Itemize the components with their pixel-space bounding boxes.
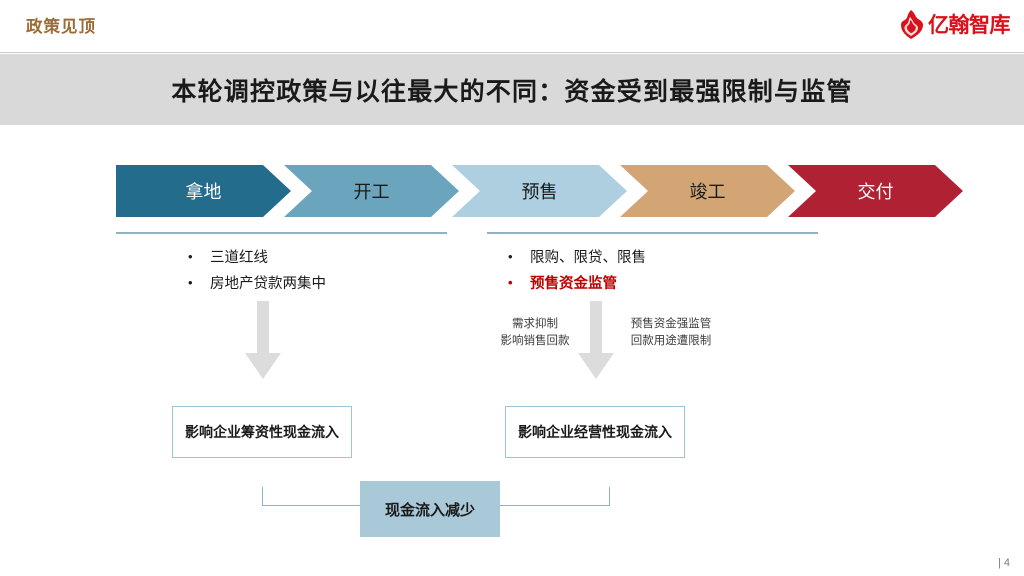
process-stage-label: 交付 (857, 182, 894, 202)
outcome-box-financing-cashflow: 影响企业筹资性现金流入 (172, 406, 352, 458)
annotation-line: 影响销售回款 (500, 334, 570, 347)
annotation-line: 预售资金强监管 (630, 318, 712, 330)
process-stage-jiaofu[interactable]: 交付 (788, 165, 963, 217)
annotation-line: 需求抑制 (512, 318, 558, 330)
list-item-label: 三道红线 (210, 250, 268, 266)
list-item: • 限购、限贷、限售 (508, 248, 646, 269)
divider-right (487, 232, 818, 234)
annotation-line: 回款用途遭限制 (630, 334, 712, 347)
page-title: 政策见顶 (26, 18, 96, 36)
outcome-box-label: 影响企业筹资性现金流入 (185, 424, 339, 440)
bullet-list-right: • 限购、限贷、限售 • 预售资金监管 (508, 248, 646, 300)
title-band: 本轮调控政策与以往最大的不同：资金受到最强限制与监管 (0, 54, 1024, 125)
list-item-label: 房地产贷款两集中 (210, 276, 326, 293)
outcome-box-label: 影响企业经营性现金流入 (518, 424, 672, 440)
header-bar: 政策见顶 亿翰智库 (0, 0, 1024, 53)
summary-box-label: 现金流入减少 (384, 501, 475, 519)
bullet-icon: • (508, 249, 513, 264)
list-item-label: 预售资金监管 (530, 276, 617, 293)
bullet-list-left: • 三道红线 • 房地产贷款两集中 (188, 248, 326, 300)
process-chevron-row: 拿地 开工 预售 竣工 交付 (116, 165, 936, 217)
process-stage-label: 预售 (521, 182, 558, 202)
process-stage-nadi[interactable]: 拿地 (116, 165, 291, 217)
bullet-icon: • (188, 275, 193, 291)
process-stage-yushou[interactable]: 预售 (452, 165, 627, 217)
process-stage-label: 开工 (353, 182, 390, 202)
page-number: | 4 (997, 557, 1010, 569)
bullet-icon: • (188, 249, 193, 264)
outcome-box-operating-cashflow: 影响企业经营性现金流入 (505, 406, 685, 458)
process-stage-label: 竣工 (689, 182, 726, 202)
bullet-icon: • (508, 275, 513, 291)
annotation-presale-supervision: 预售资金强监管 回款用途遭限制 (606, 316, 736, 349)
slide-title: 本轮调控政策与以往最大的不同：资金受到最强限制与监管 (171, 76, 853, 106)
down-arrow-left-icon (243, 301, 283, 379)
divider-left (116, 232, 447, 234)
summary-box-cashflow-decrease: 现金流入减少 (360, 481, 500, 537)
brand-name: 亿翰智库 (928, 13, 1011, 37)
process-stage-label: 拿地 (185, 182, 222, 202)
process-stage-jungong[interactable]: 竣工 (620, 165, 795, 217)
down-arrow-right-icon (576, 301, 616, 379)
brand-logo: 亿翰智库 (898, 7, 1011, 43)
list-item: • 三道红线 (188, 248, 326, 269)
list-item-highlighted: • 预售资金监管 (508, 274, 646, 295)
list-item: • 房地产贷款两集中 (188, 274, 326, 295)
process-stage-kaigong[interactable]: 开工 (284, 165, 459, 217)
annotation-demand-suppression: 需求抑制 影响销售回款 (470, 316, 600, 349)
flame-seal-icon (898, 9, 926, 41)
list-item-label: 限购、限贷、限售 (530, 250, 646, 266)
